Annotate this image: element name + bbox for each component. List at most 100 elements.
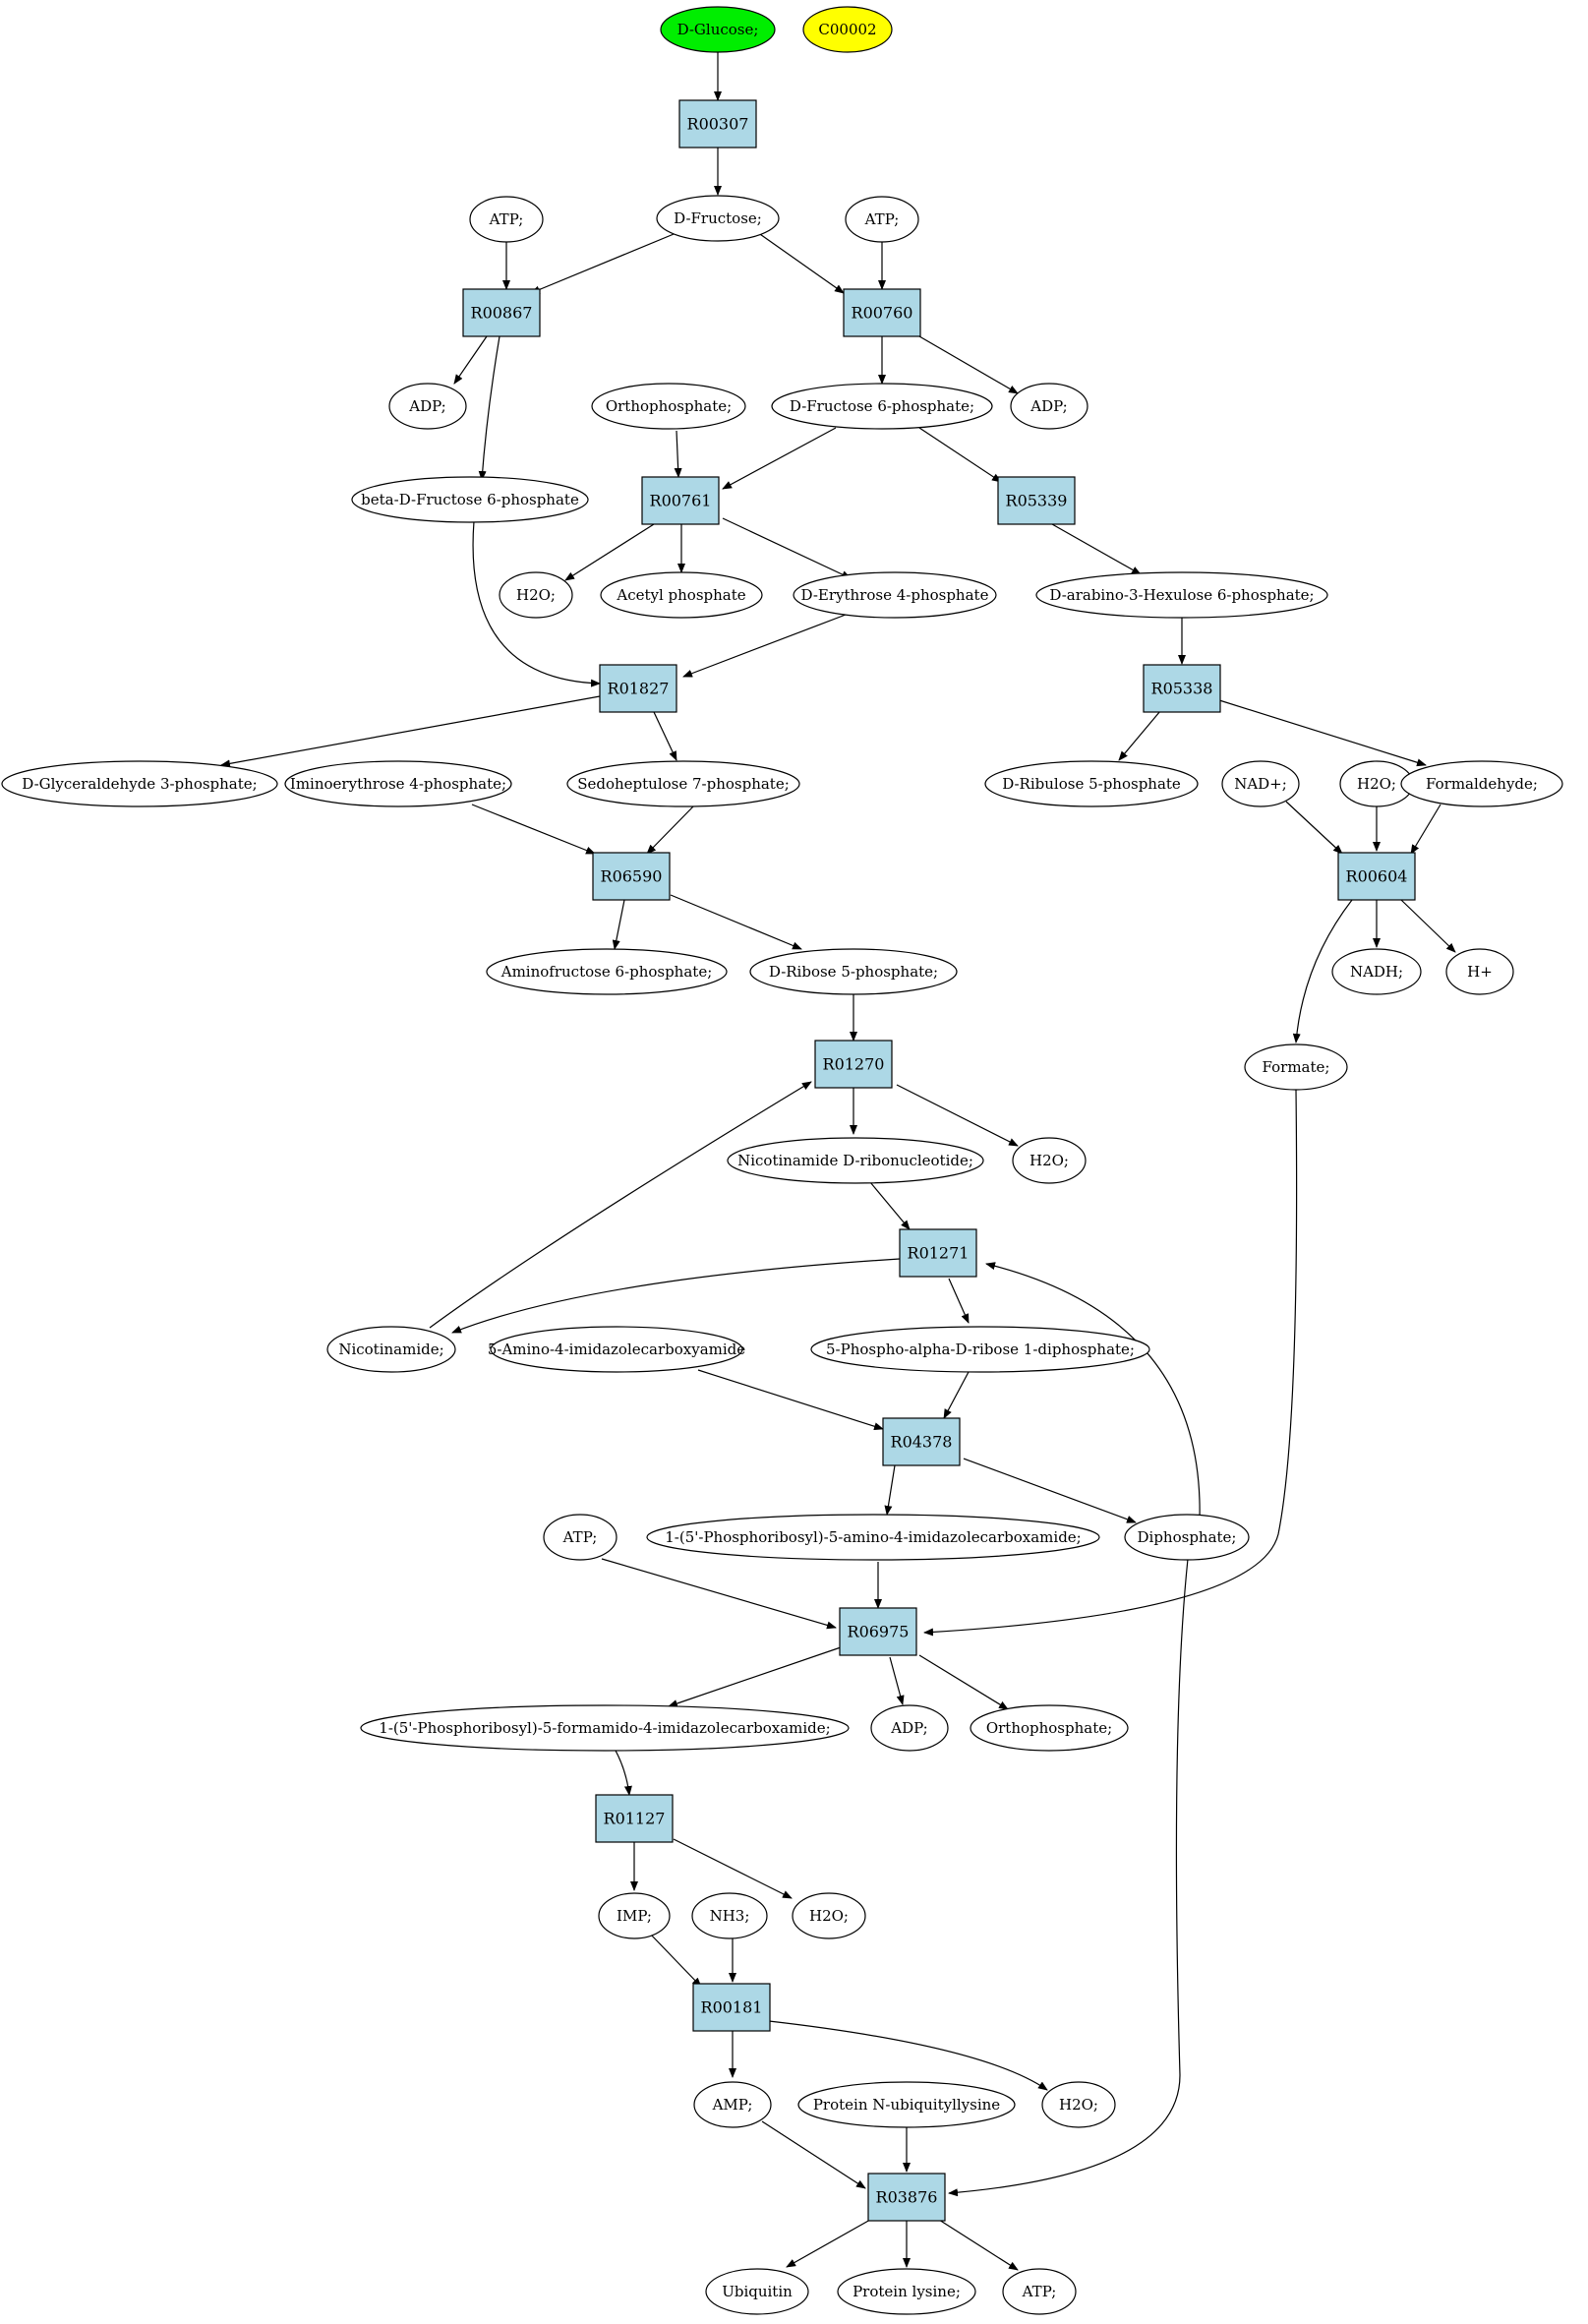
compound-label: Orthophosphate; <box>606 397 732 415</box>
reaction-box <box>595 1794 674 1843</box>
edge-r00760-adp2 <box>918 335 1019 394</box>
node-atp1[interactable]: ATP; <box>469 196 544 243</box>
compound-query-ellipse <box>802 6 893 53</box>
edge-aica-r04378 <box>697 1369 884 1431</box>
node-glucose[interactable]: D-Glucose; <box>660 6 776 53</box>
node-h2o5[interactable]: H2O; <box>1041 2081 1116 2128</box>
node-hplus[interactable]: H+ <box>1445 948 1514 995</box>
node-acetylp[interactable]: Acetyl phosphate <box>600 571 763 619</box>
compound-label: Formaldehyde; <box>1426 775 1538 793</box>
compound-label: 5-Amino-4-imidazolecarboxyamide <box>488 1341 745 1358</box>
node-nadh[interactable]: NADH; <box>1331 948 1422 995</box>
reaction-r04378[interactable]: R04378 <box>882 1417 961 1466</box>
reaction-r01270[interactable]: R01270 <box>814 1040 893 1089</box>
reaction-label: R01127 <box>604 1810 666 1828</box>
node-adp3[interactable]: ADP; <box>870 1704 949 1752</box>
compound-nodes: D-Glucose; C00002 ATP; D-Fructose; ATP; … <box>1 6 1563 2315</box>
edge-orthophosphate1-r00761 <box>674 430 682 478</box>
node-faicar[interactable]: 1-(5'-Phosphoribosyl)-5-formamido-4-imid… <box>360 1704 850 1752</box>
node-h2o1[interactable]: H2O; <box>499 571 573 619</box>
compound-label: beta-D-Fructose 6-phosphate <box>361 491 579 508</box>
node-orthophosphate2[interactable]: Orthophosphate; <box>970 1704 1129 1752</box>
reaction-r00760[interactable]: R00760 <box>843 288 921 337</box>
node-h2o3[interactable]: H2O; <box>1012 1137 1087 1184</box>
node-h2o4[interactable]: H2O; <box>792 1892 866 1939</box>
edge-r03876-atp4 <box>938 2219 1019 2271</box>
node-aminof6p[interactable]: Aminofructose 6-phosphate; <box>486 948 728 995</box>
edge-formaldehyde-r00604 <box>1410 804 1441 855</box>
reaction-label: R00761 <box>650 492 712 510</box>
compound-label: D-Ribose 5-phosphate; <box>769 963 938 981</box>
compound-label: H2O; <box>516 586 556 604</box>
node-protubq[interactable]: Protein N-ubiquityllysine <box>797 2081 1016 2128</box>
reaction-box <box>867 2173 946 2222</box>
node-adp2[interactable]: ADP; <box>1010 383 1088 430</box>
compound-label: NH3; <box>710 1907 750 1925</box>
reaction-r00307[interactable]: R00307 <box>678 99 757 149</box>
reaction-label: R00181 <box>701 1998 763 2017</box>
node-hexulose[interactable]: D-arabino-3-Hexulose 6-phosphate; <box>1035 571 1328 619</box>
reaction-r00181[interactable]: R00181 <box>692 1983 771 2032</box>
reaction-r03876[interactable]: R03876 <box>867 2173 946 2222</box>
node-nadplus[interactable]: NAD+; <box>1221 760 1300 807</box>
node-diphosphate[interactable]: Diphosphate; <box>1124 1514 1250 1561</box>
node-adp1[interactable]: ADP; <box>388 383 467 430</box>
compound-label: D-Fructose; <box>674 209 762 227</box>
node-formate[interactable]: Formate; <box>1244 1043 1348 1091</box>
reaction-r01271[interactable]: R01271 <box>899 1228 977 1278</box>
node-aica[interactable]: 5-Amino-4-imidazolecarboxyamide <box>488 1326 745 1373</box>
node-nmn[interactable]: Nicotinamide D-ribonucleotide; <box>727 1137 984 1184</box>
node-f6p[interactable]: D-Fructose 6-phosphate; <box>771 383 993 430</box>
reaction-r00604[interactable]: R00604 <box>1337 852 1416 901</box>
compound-label: Acetyl phosphate <box>616 586 745 604</box>
node-prpp[interactable]: 5-Phospho-alpha-D-ribose 1-diphosphate; <box>810 1326 1150 1373</box>
node-ubiquitin[interactable]: Ubiquitin <box>705 2268 809 2315</box>
reaction-r06975[interactable]: R06975 <box>839 1607 917 1656</box>
compound-label: Nicotinamide D-ribonucleotide; <box>737 1152 973 1169</box>
node-r5p[interactable]: D-Ribose 5-phosphate; <box>749 948 958 995</box>
node-s7p[interactable]: Sedoheptulose 7-phosphate; <box>566 760 800 807</box>
node-e4p[interactable]: D-Erythrose 4-phosphate <box>793 571 997 619</box>
reaction-box <box>814 1040 893 1089</box>
node-fructose[interactable]: D-Fructose; <box>656 195 780 242</box>
node-nh3[interactable]: NH3; <box>691 1892 768 1939</box>
node-bf6p[interactable]: beta-D-Fructose 6-phosphate <box>351 476 589 523</box>
node-ru5p[interactable]: D-Ribulose 5-phosphate <box>984 760 1199 807</box>
reaction-r05338[interactable]: R05338 <box>1143 664 1221 713</box>
node-aicar[interactable]: 1-(5'-Phosphoribosyl)-5-amino-4-imidazol… <box>646 1514 1100 1561</box>
reaction-r00761[interactable]: R00761 <box>641 476 720 525</box>
reaction-box <box>462 288 541 337</box>
reaction-r06590[interactable]: R06590 <box>592 852 671 901</box>
node-nicotinamide[interactable]: Nicotinamide; <box>326 1326 456 1373</box>
compound-label: Ubiquitin <box>722 2283 793 2300</box>
node-atp4[interactable]: ATP; <box>1002 2268 1077 2315</box>
compound-label: ATP; <box>489 210 524 228</box>
compound-label: Sedoheptulose 7-phosphate; <box>577 775 790 793</box>
reaction-label: R06975 <box>848 1623 910 1641</box>
edge-r00181-h2o5 <box>768 2020 1048 2091</box>
node-c00002[interactable]: C00002 <box>802 6 893 53</box>
compound-label: H2O; <box>809 1907 849 1925</box>
node-iminoe4p[interactable]: Iminoerythrose 4-phosphate; <box>284 760 512 807</box>
node-amp[interactable]: AMP; <box>693 2081 772 2128</box>
node-imp[interactable]: IMP; <box>598 1892 671 1939</box>
reaction-r00867[interactable]: R00867 <box>462 288 541 337</box>
node-formaldehyde[interactable]: Formaldehyde; <box>1400 760 1563 807</box>
node-atp3[interactable]: ATP; <box>543 1514 618 1561</box>
compound-label: Aminofructose 6-phosphate; <box>500 963 713 981</box>
node-g3p[interactable]: D-Glyceraldehyde 3-phosphate; <box>1 760 278 807</box>
node-atp2[interactable]: ATP; <box>845 196 919 243</box>
edge-nadplus-r00604 <box>1285 801 1343 855</box>
compound-label: Iminoerythrose 4-phosphate; <box>290 775 506 793</box>
node-h2o2[interactable]: H2O; <box>1339 760 1414 807</box>
reaction-box <box>839 1607 917 1656</box>
node-proteinlys[interactable]: Protein lysine; <box>837 2268 976 2315</box>
reaction-r05339[interactable]: R05339 <box>997 476 1076 525</box>
edge-r04378-diphosphate <box>963 1458 1137 1523</box>
reaction-r01827[interactable]: R01827 <box>599 664 677 713</box>
compound-label: ATP; <box>562 1528 598 1546</box>
node-orthophosphate1[interactable]: Orthophosphate; <box>591 383 746 430</box>
reaction-r01127[interactable]: R01127 <box>595 1794 674 1843</box>
compound-label: ADP; <box>890 1719 927 1737</box>
